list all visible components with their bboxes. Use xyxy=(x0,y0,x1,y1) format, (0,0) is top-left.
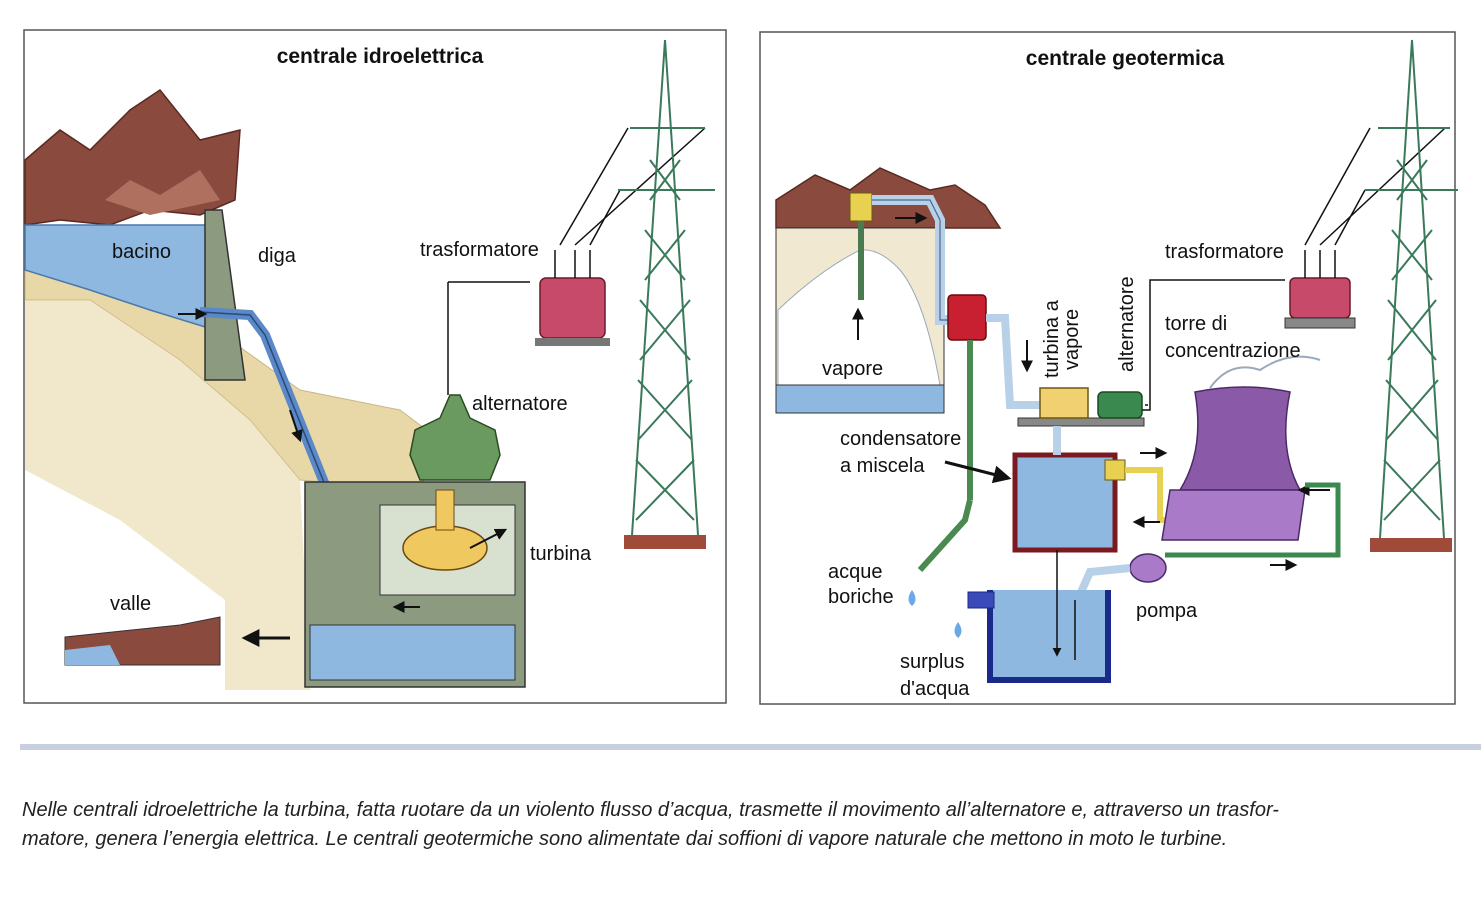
penstock-arrow-2 xyxy=(289,409,303,443)
label-acque-1: acque xyxy=(828,561,883,583)
label-diga: diga xyxy=(258,245,297,267)
geo-pylon xyxy=(1365,39,1458,539)
geo-condenser xyxy=(1012,452,1118,553)
label-turbina-a: turbina a xyxy=(1041,299,1063,378)
label-surplus-1: surplus xyxy=(900,651,964,673)
label-valle: valle xyxy=(110,593,151,615)
label-condensatore-1: condensatore xyxy=(840,428,961,450)
caption: Nelle centrali idroelettriche la turbina… xyxy=(22,796,1452,854)
hydro-panel: centrale idroelettrica bacino diga trasf… xyxy=(23,29,727,704)
boric-drop-icon xyxy=(908,590,916,606)
geo-steam-turbine xyxy=(1039,387,1089,419)
hydro-valley-water xyxy=(65,645,120,665)
label-geo-alternatore: alternatore xyxy=(1116,276,1138,372)
label-pompa: pompa xyxy=(1136,600,1198,622)
geo-line-a xyxy=(1304,127,1371,246)
hydro-outlet-pool xyxy=(309,624,516,681)
hydro-transformer xyxy=(539,277,606,339)
label-acque-2: boriche xyxy=(828,586,894,608)
hydro-pylon-base xyxy=(624,535,706,549)
caption-line-2: matore, genera l’energia elettrica. Le c… xyxy=(22,828,1228,850)
hydro-dam xyxy=(204,209,246,381)
geo-line-b xyxy=(1319,127,1446,246)
label-geo-trasformatore: trasformatore xyxy=(1165,241,1284,263)
geo-tower-vapor xyxy=(1209,355,1321,389)
hydro-line-c xyxy=(589,189,621,246)
geo-pipe-to-turbine xyxy=(986,314,1045,409)
geo-panel: centrale geotermica vapore turbina a vap… xyxy=(759,31,1458,705)
geo-line-c xyxy=(1334,189,1366,246)
label-alternatore: alternatore xyxy=(472,393,568,415)
hydro-pylon xyxy=(618,39,715,536)
geo-tank xyxy=(987,590,1111,683)
label-condensatore-2: a miscela xyxy=(840,455,925,477)
geo-transformer-base xyxy=(1284,317,1356,329)
label-trasformatore: trasformatore xyxy=(420,239,539,261)
geo-boric-pipe xyxy=(917,499,973,573)
geo-separator xyxy=(947,294,987,341)
hydro-mountain-snow xyxy=(105,170,220,215)
geo-tank-overflow xyxy=(967,591,995,609)
geo-steam-pipe-line xyxy=(872,199,960,321)
geo-cond-valve xyxy=(1104,459,1126,481)
divider-band xyxy=(20,744,1481,750)
geo-return-pipe xyxy=(1165,482,1341,558)
caption-line-1: Nelle centrali idroelettriche la turbina… xyxy=(22,799,1279,821)
label-torre-1: torre di xyxy=(1165,313,1227,335)
label-turbina-vapore: vapore xyxy=(1061,309,1083,370)
geo-alt-to-transformer xyxy=(1142,279,1285,411)
geo-transformer xyxy=(1289,277,1351,319)
geo-tower-base xyxy=(1161,489,1306,541)
label-turbina: turbina xyxy=(530,543,592,565)
geo-pylon-base xyxy=(1370,538,1452,552)
hydro-alternator xyxy=(409,394,501,481)
surplus-drop-icon xyxy=(954,622,962,638)
hydro-shaft xyxy=(435,489,455,531)
hydro-title: centrale idroelettrica xyxy=(277,45,484,68)
geo-cooling-tower xyxy=(1178,386,1302,491)
hydro-slope xyxy=(25,300,310,690)
label-vapore: vapore xyxy=(822,358,883,380)
hydro-line-a xyxy=(559,127,629,246)
geo-water-layer xyxy=(775,384,945,414)
hydro-turbine-wheel xyxy=(402,525,488,571)
geo-platform xyxy=(1017,417,1145,427)
hydro-line-b xyxy=(574,127,706,246)
geo-alternator xyxy=(1097,391,1143,419)
geo-wellhead xyxy=(849,192,873,222)
label-surplus-2: d'acqua xyxy=(900,678,970,700)
turbine-arrow xyxy=(469,528,508,549)
label-bacino: bacino xyxy=(112,241,171,263)
condenser-pointer-arrow xyxy=(944,460,1012,484)
hydro-transformer-base xyxy=(535,338,610,346)
label-torre-2: concentrazione xyxy=(1165,340,1301,362)
geo-pump xyxy=(1129,553,1167,583)
geo-title: centrale geotermica xyxy=(1026,47,1225,70)
